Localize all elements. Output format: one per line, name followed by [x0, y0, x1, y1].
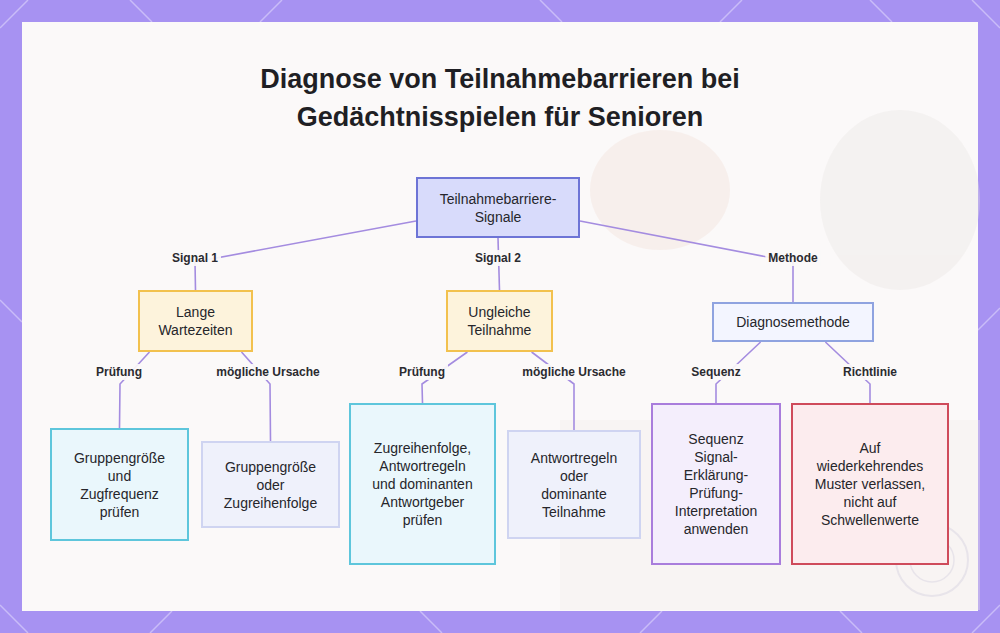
- edge-label: Signal 1: [169, 250, 221, 266]
- edge-label: Richtlinie: [840, 364, 900, 380]
- node-label: Sequenz Signal-Erklärung-Prüfung-Interpr…: [670, 430, 762, 538]
- node-label: Gruppengröße und Zugfrequenz prüfen: [70, 449, 170, 521]
- signal-box: Ungleiche Teilnahme: [446, 290, 553, 352]
- edge-label: mögliche Ursache: [213, 364, 322, 380]
- node-label: Ungleiche Teilnahme: [459, 303, 541, 339]
- cause-box: Gruppengröße oder Zugreihenfolge: [201, 441, 340, 528]
- cause-box: Antwortregeln oder dominante Teilnahme: [507, 430, 641, 539]
- check-box: Gruppengröße und Zugfrequenz prüfen: [50, 428, 189, 541]
- check-box: Zugreihenfolge, Antwortregeln und domina…: [349, 403, 496, 565]
- diagram-title: Diagnose von Teilnahmebarrieren bei Gedä…: [200, 60, 800, 136]
- edge-label: Prüfung: [396, 364, 448, 380]
- edge-label: Signal 2: [472, 250, 524, 266]
- node-label: Teilnahmebarriere-Signale: [428, 190, 568, 226]
- signal-box: Lange Wartezeiten: [138, 290, 253, 352]
- method-box: Diagnosemethode: [712, 302, 874, 342]
- root-box: Teilnahmebarriere-Signale: [416, 177, 580, 238]
- panel: [22, 22, 978, 611]
- edge-label: Methode: [765, 250, 820, 266]
- node-label: Antwortregeln oder dominante Teilnahme: [526, 449, 622, 521]
- node-label: Diagnosemethode: [718, 313, 868, 331]
- edge-label: Sequenz: [688, 364, 743, 380]
- node-label: Gruppengröße oder Zugreihenfolge: [218, 458, 323, 512]
- guideline-box: Auf wiederkehrendes Muster verlassen, ni…: [791, 403, 949, 565]
- edge-label: Prüfung: [93, 364, 145, 380]
- node-label: Zugreihenfolge, Antwortregeln und domina…: [369, 439, 477, 529]
- connector-line: [195, 221, 416, 290]
- sequence-box: Sequenz Signal-Erklärung-Prüfung-Interpr…: [651, 403, 781, 565]
- connector-line: [580, 221, 793, 302]
- node-label: Lange Wartezeiten: [155, 303, 237, 339]
- edge-label: mögliche Ursache: [519, 364, 628, 380]
- node-label: Auf wiederkehrendes Muster verlassen, ni…: [812, 439, 928, 529]
